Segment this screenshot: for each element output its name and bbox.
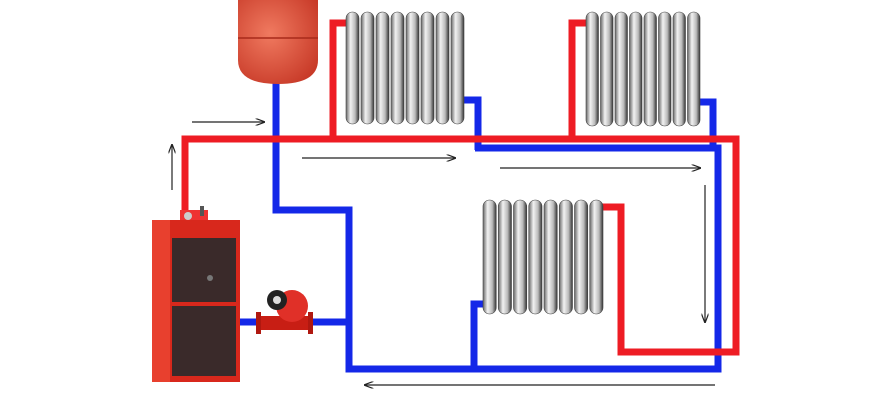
supply-pipe-radiator-2 (568, 19, 590, 139)
radiator-section (497, 199, 512, 315)
boiler-lower-door (172, 306, 236, 376)
radiator-section (658, 11, 672, 127)
supply-pipes (181, 19, 740, 356)
radiator-1 (345, 11, 465, 125)
radiator-3 (482, 199, 604, 315)
boiler (152, 206, 240, 382)
radiator-2 (585, 11, 701, 127)
radiator-section (543, 199, 558, 315)
radiator-section (687, 11, 701, 127)
radiator-section (390, 11, 405, 125)
radiator-section (482, 199, 497, 315)
supply-pipe-radiator-1 (329, 19, 350, 139)
flow-arrows (172, 122, 715, 385)
radiator-section (643, 11, 657, 127)
radiator-section (600, 11, 614, 127)
radiator-section (614, 11, 628, 127)
boiler-upper-door (172, 238, 236, 302)
return-pipe-main (272, 80, 722, 373)
radiator-section (420, 11, 435, 125)
radiator-section (629, 11, 643, 127)
expansion-tank (238, 0, 318, 84)
radiator-section (574, 199, 589, 315)
radiator-section (558, 199, 573, 315)
circulation-pump (256, 290, 313, 334)
radiator-section (345, 11, 360, 125)
radiator-section (672, 11, 686, 127)
radiator-section (360, 11, 375, 125)
return-pipe-radiator-2 (698, 98, 717, 148)
radiator-section (450, 11, 465, 125)
radiator-section (585, 11, 599, 127)
radiator-section (528, 199, 543, 315)
radiator-section (375, 11, 390, 125)
radiator-section (405, 11, 420, 125)
radiator-section (589, 199, 604, 315)
radiator-section (435, 11, 450, 125)
return-pipe-radiator-1 (462, 96, 482, 150)
supply-pipe-main (181, 135, 740, 356)
return-pipe-radiator-3 (470, 300, 488, 369)
radiator-section (513, 199, 528, 315)
